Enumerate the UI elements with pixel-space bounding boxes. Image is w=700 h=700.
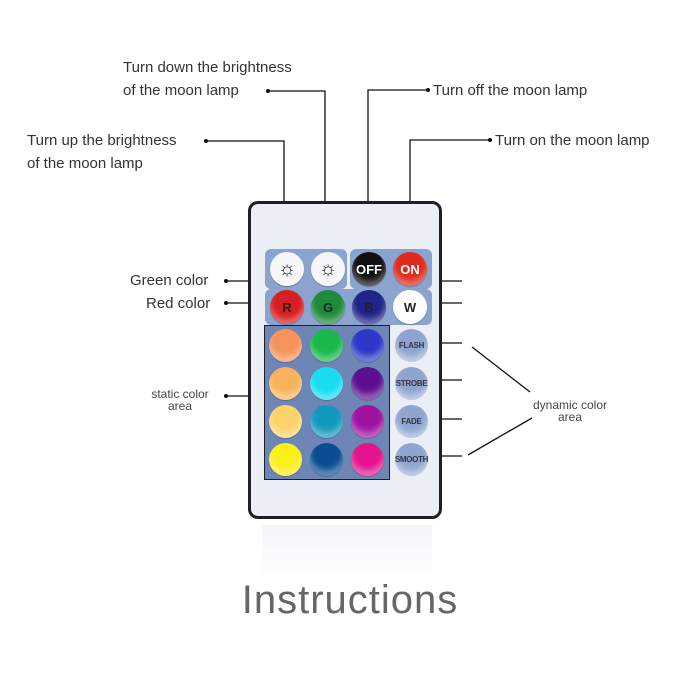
label-dynamic-line2: area — [557, 410, 583, 424]
label-red-color: Red color — [146, 295, 211, 312]
color-button-w[interactable]: W — [393, 290, 427, 324]
color-button-b[interactable]: B — [352, 290, 386, 324]
label-turn-up-line2: of the moon lamp — [27, 155, 143, 172]
brightness-up-button[interactable]: ☼ — [270, 252, 304, 286]
label-turn-down-line2: of the moon lamp — [123, 82, 239, 99]
static-color-button[interactable] — [269, 367, 302, 400]
off-button[interactable]: OFF — [352, 252, 386, 286]
dynamic-button-fade[interactable]: FADE — [395, 405, 428, 438]
static-color-button[interactable] — [269, 405, 302, 438]
remote-reflection — [262, 525, 432, 585]
label-dynamic-line1: dynamic color — [532, 398, 608, 412]
page-title: Instructions — [241, 578, 459, 622]
color-button-label: R — [282, 299, 292, 315]
color-button-label: B — [364, 299, 374, 315]
dynamic-button-label: FLASH — [398, 341, 425, 350]
color-button-label: G — [322, 299, 334, 315]
label-static-area: static color area — [145, 388, 215, 412]
label-turn-down-line1: Turn down the brightness — [123, 59, 292, 76]
static-color-button[interactable] — [310, 329, 343, 362]
label-static-line2: area — [167, 399, 193, 413]
static-color-grid — [264, 325, 390, 480]
off-button-label: OFF — [356, 261, 382, 277]
static-color-button[interactable] — [351, 329, 384, 362]
label-turn-off: Turn off the moon lamp — [433, 82, 588, 99]
static-color-button[interactable] — [310, 367, 343, 400]
label-green-color: Green color — [130, 272, 209, 289]
static-color-button[interactable] — [310, 405, 343, 438]
remote-control: ☼ ☼ OFF ON R G B W FLASH STROBE FADE SMOOTH — [248, 201, 442, 519]
label-turn-on: Turn on the moon lamp — [495, 132, 650, 149]
dynamic-button-label: FADE — [401, 417, 422, 426]
dynamic-button-label: STROBE — [395, 379, 428, 388]
static-color-button[interactable] — [351, 405, 384, 438]
dynamic-button-flash[interactable]: FLASH — [395, 329, 428, 362]
sun-up-icon: ☼ — [277, 257, 297, 280]
dynamic-button-smooth[interactable]: SMOOTH — [395, 443, 428, 476]
static-color-button[interactable] — [269, 443, 302, 476]
static-color-button[interactable] — [351, 443, 384, 476]
color-button-r[interactable]: R — [270, 290, 304, 324]
on-button-label: ON — [400, 261, 420, 277]
color-button-label: W — [403, 299, 417, 315]
dynamic-button-label: SMOOTH — [394, 455, 429, 464]
color-button-g[interactable]: G — [311, 290, 345, 324]
dynamic-button-strobe[interactable]: STROBE — [395, 367, 428, 400]
brightness-down-button[interactable]: ☼ — [311, 252, 345, 286]
static-color-button[interactable] — [310, 443, 343, 476]
sun-down-icon: ☼ — [318, 257, 338, 280]
static-color-button[interactable] — [269, 329, 302, 362]
label-static-line1: static color — [151, 387, 209, 401]
label-dynamic-area: dynamic color area — [525, 399, 615, 423]
on-button[interactable]: ON — [393, 252, 427, 286]
static-color-button[interactable] — [351, 367, 384, 400]
label-turn-up-line1: Turn up the brightness — [27, 132, 177, 149]
